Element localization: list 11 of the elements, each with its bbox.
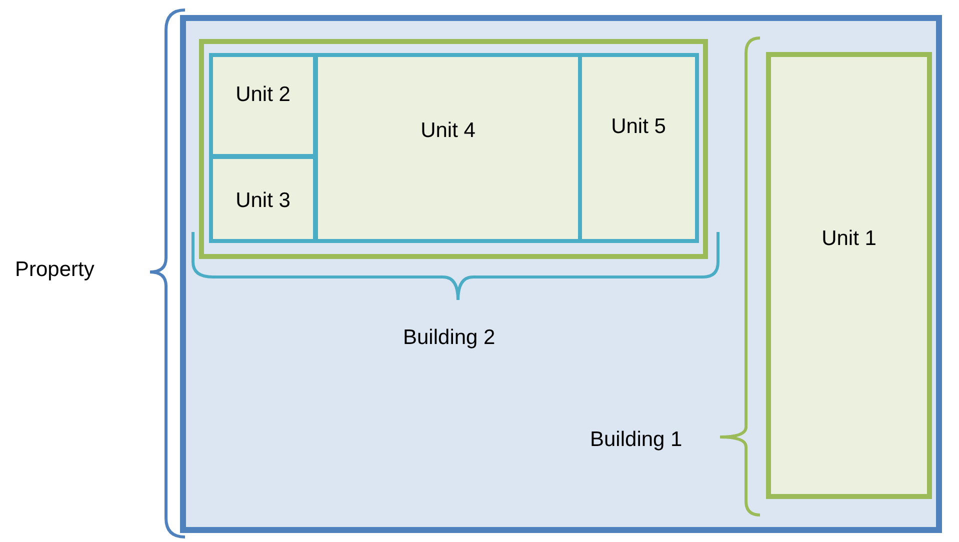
unit-box [209,53,317,158]
group-label: Building 2 [403,326,496,350]
unit-box [209,155,317,243]
unit-label: Unit 2 [234,83,292,107]
unit-label: Unit 4 [420,119,476,143]
group-label: Building 1 [590,428,682,452]
group-label: Property [15,258,94,282]
unit-label: Unit 1 [820,227,878,251]
unit-label: Unit 5 [610,115,667,139]
unit-label: Unit 3 [234,189,292,213]
unit-box [766,52,932,499]
